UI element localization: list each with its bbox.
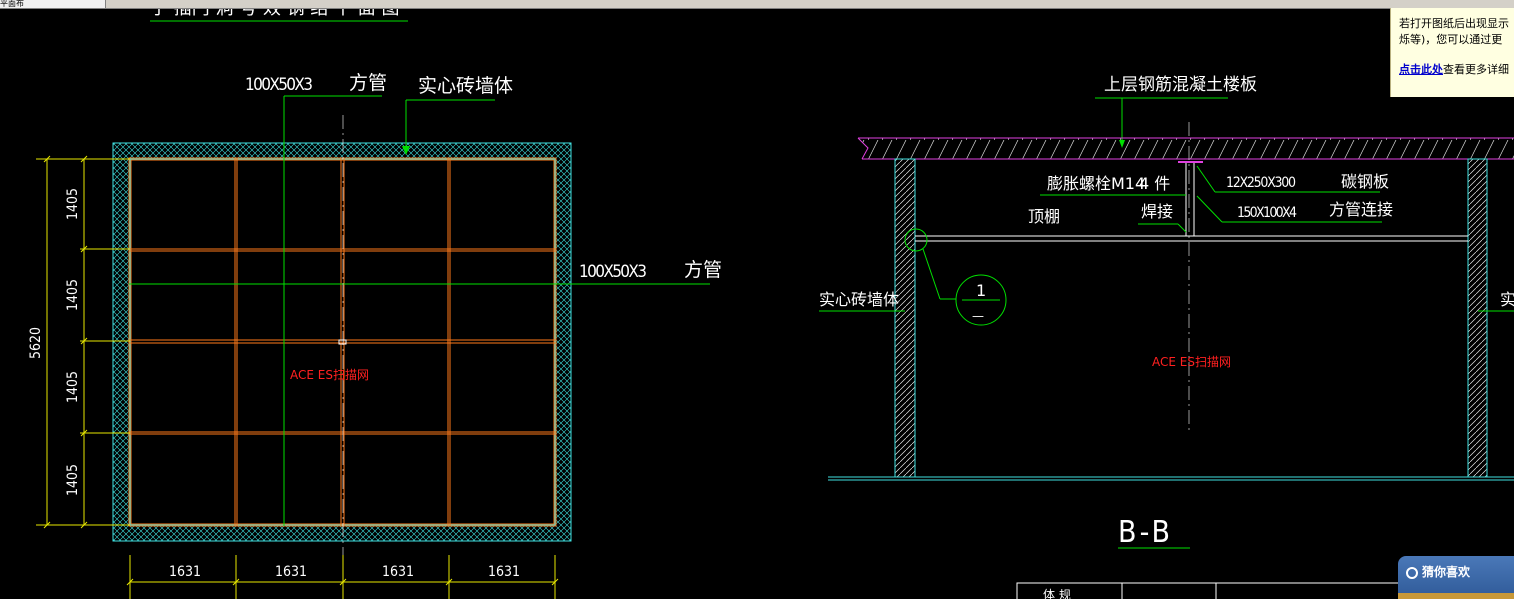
dim-horizontal-1: 1631 [169,564,201,580]
notice-line-1: 若打开图纸后出现显示 [1399,17,1509,30]
watermark-left: ACE ES扫描网 [290,368,369,382]
callout-tube-top-size: 100X50X3 [245,75,313,95]
dim-horizontal-3: 1631 [382,564,414,580]
section-wall-label: 实心砖墙体 [819,290,899,309]
dim-horizontal-2: 1631 [275,564,307,580]
drawing-tab[interactable]: 平面布 [0,0,106,8]
guess-label: 猜你喜欢 [1422,565,1471,579]
help-notice-panel: 若打开图纸后出现显示 烁等)，您可以通过更 点击此处查看更多详细 [1390,8,1514,97]
slab-label: 上层钢筋混凝土楼板 [1104,75,1257,95]
weld-label: 焊接 [1141,202,1173,221]
notice-link[interactable]: 点击此处 [1399,63,1443,76]
steel-tube-grid [128,157,557,527]
watermark-right: ACE ES扫描网 [1152,355,1231,369]
dim-total: 5620 [28,327,44,359]
dim-vertical-1: 1405 [65,188,81,220]
left-plan: 100X50X3 方管 实心砖墙体 100X50X3 方管 1405 1405 [28,72,722,599]
notice-line-3-rest: 查看更多详细 [1443,63,1509,76]
notice-line-2: 烁等)，您可以通过更 [1399,33,1503,46]
notice-line-3: 点击此处查看更多详细 [1399,62,1514,78]
bolt-count: 4 件 [1139,174,1170,193]
table-cell: 体 规 [1043,587,1071,599]
section-title: B-B [1118,515,1170,550]
bolt-label: 膨胀螺栓M14 [1047,174,1145,193]
ceiling-label: 顶棚 [1028,207,1060,226]
section-bb: 上层钢筋混凝土楼板 膨胀螺栓M14 4 件 12X250X300 碳钢板 顶棚 … [819,75,1514,599]
dim-vertical-4: 1405 [65,464,81,496]
callout-tube-top-label: 方管 [349,72,387,94]
detail-sheet: — [972,309,984,323]
plate-label: 碳钢板 [1341,172,1389,191]
window-top-bar: 平面布 [0,0,1514,9]
guess-thumbnail-strip [1398,593,1514,599]
section-wall-label-right: 实 [1500,290,1514,309]
tube-label: 方管连接 [1329,200,1393,219]
refresh-icon [1406,567,1418,579]
plate-size: 12X250X300 [1226,175,1296,191]
dim-vertical-3: 1405 [65,371,81,403]
detail-marker[interactable] [955,274,1007,326]
guess-you-like-button[interactable]: 猜你喜欢 [1398,556,1514,599]
dim-vertical-2: 1405 [65,279,81,311]
brick-wall-hatch [112,142,572,542]
callout-tube-right-label: 方管 [684,259,722,281]
detail-number: 1 [976,281,986,300]
callout-wall: 实心砖墙体 [418,75,513,97]
tube-size: 150X100X4 [1237,205,1297,221]
dim-horizontal-4: 1631 [488,564,520,580]
callout-tube-right-size: 100X50X3 [579,262,647,282]
